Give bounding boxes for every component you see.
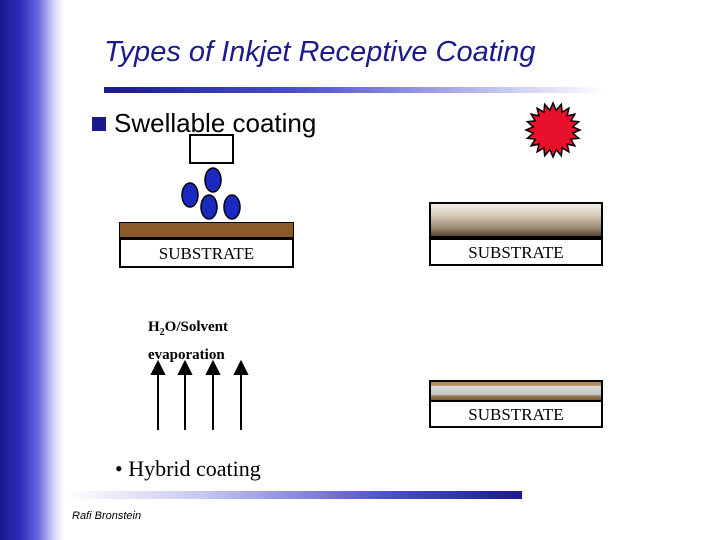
left-coating-layer — [119, 222, 294, 238]
left-substrate-box — [119, 238, 294, 268]
title-underline — [104, 87, 604, 93]
right-top-substrate-box — [429, 238, 603, 266]
slide-title: Types of Inkjet Receptive Coating — [104, 36, 536, 68]
right-bottom-substrate-box — [429, 400, 603, 428]
left-gradient-bar — [0, 0, 64, 540]
ink-drop — [223, 194, 241, 220]
ink-drop — [204, 167, 222, 193]
ink-drop — [181, 182, 199, 208]
evaporation-label: H2O/Solvent evaporation — [148, 316, 228, 366]
left-substrate-label: SUBSTRATE — [158, 244, 255, 263]
right-bottom-dried-coating — [429, 380, 603, 402]
ink-drop — [200, 194, 218, 220]
right-top-swollen-coating — [429, 202, 603, 238]
right-bottom-substrate-label: SUBSTRATE — [468, 405, 564, 424]
author-name: Rafi Bronstein — [72, 510, 142, 522]
bullet-square-icon — [92, 116, 106, 131]
bullet-swellable: Swellable coating — [92, 108, 316, 139]
bullet-hybrid: • Hybrid coating — [115, 456, 261, 481]
right-top-substrate-label: SUBSTRATE — [468, 243, 564, 262]
red-burst-icon — [524, 101, 582, 159]
ink-drops — [181, 167, 241, 220]
evaporation-line1: H2O/Solvent — [148, 319, 229, 338]
evaporation-line2: evaporation — [148, 347, 225, 363]
bullet-swellable-label: Swellable coating — [114, 108, 317, 138]
evaporation-arrows — [150, 360, 249, 430]
bottom-rule — [64, 491, 522, 499]
print-head-box — [189, 134, 234, 164]
